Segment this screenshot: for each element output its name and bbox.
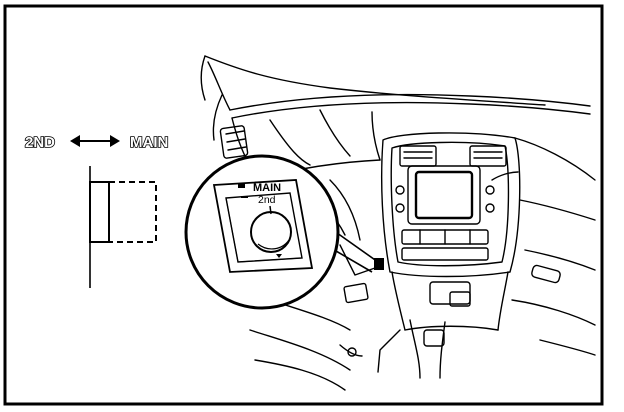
dashboard-illustration [200, 55, 596, 391]
magnified-inset: MAIN 2nd [184, 154, 340, 310]
inset-label-2nd: 2nd [258, 194, 276, 206]
inset-label-main: MAIN [253, 182, 281, 194]
position-label-2nd: 2ND [25, 134, 55, 151]
switch-solid-block [89, 181, 110, 243]
position-label-main: MAIN [130, 134, 168, 151]
double-arrow-icon [70, 135, 120, 147]
knob-icon [250, 205, 292, 258]
switch-schematic: 2ND MAIN [24, 133, 169, 288]
position-indicator-icon [238, 184, 248, 198]
switch-dashed-block [108, 181, 157, 243]
